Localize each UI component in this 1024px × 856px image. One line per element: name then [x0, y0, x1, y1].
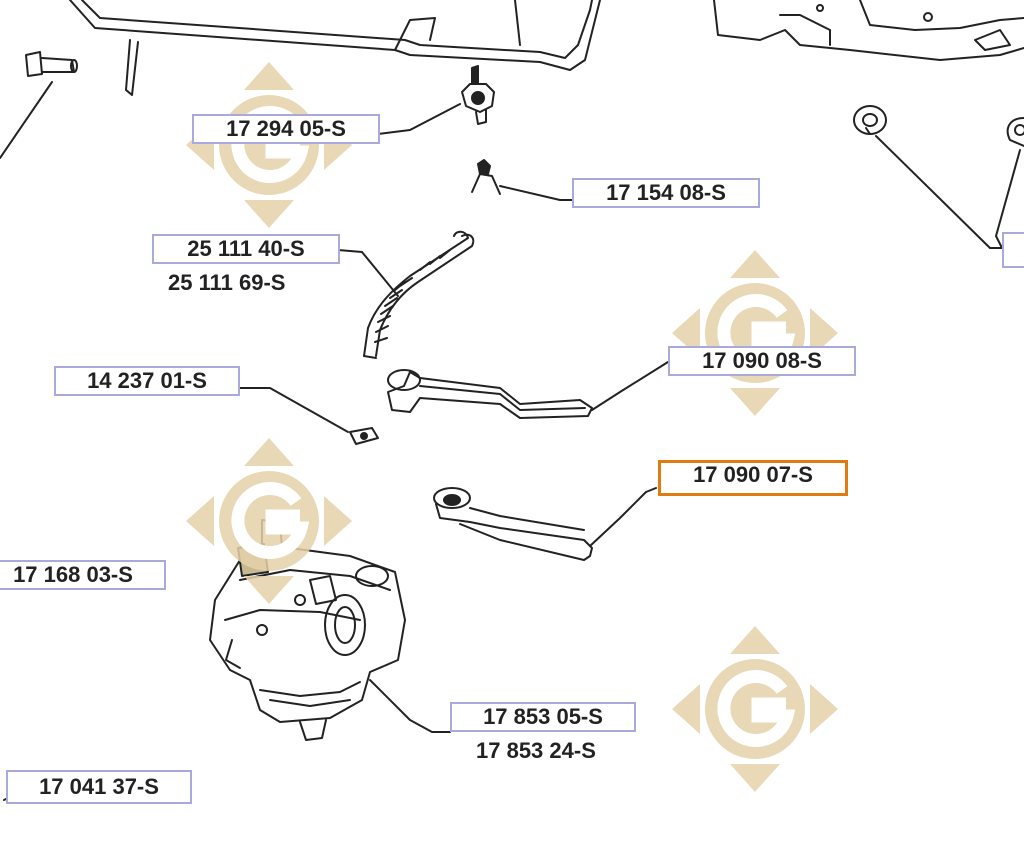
part-label-cropped-right[interactable]: [1002, 232, 1024, 268]
throttle-lever-upper-part: [387, 361, 691, 419]
part-label-17-090-07-selected[interactable]: 17 090 07-S: [658, 460, 848, 496]
part-label-25-111-40[interactable]: 25 111 40-S: [152, 234, 340, 264]
nut-part: [377, 65, 495, 135]
clip-part: [471, 159, 573, 201]
part-label-17-090-08[interactable]: 17 090 08-S: [668, 346, 856, 376]
part-label-17-168-03[interactable]: 17 168 03-S: [0, 560, 166, 590]
carburetor-part: [209, 519, 451, 741]
throttle-lever-lower-part: [433, 487, 657, 561]
part-label-17-853-05[interactable]: 17 853 05-S: [450, 702, 636, 732]
part-label-17-154-08[interactable]: 17 154 08-S: [572, 178, 760, 208]
part-label-25-111-69[interactable]: 25 111 69-S: [168, 270, 286, 295]
bolt-part: [0, 51, 78, 159]
small-clip-part: [239, 387, 379, 445]
part-label-17-853-24[interactable]: 17 853 24-S: [476, 738, 596, 763]
part-label-17-041-37[interactable]: 17 041 37-S: [6, 770, 192, 804]
part-label-14-237-01[interactable]: 14 237 01-S: [54, 366, 240, 396]
engine-frame-outline: [69, 0, 1024, 96]
part-label-17-294-05[interactable]: 17 294 05-S: [192, 114, 380, 144]
washer-part: [853, 105, 1024, 249]
fuel-hose-part: [337, 230, 475, 359]
